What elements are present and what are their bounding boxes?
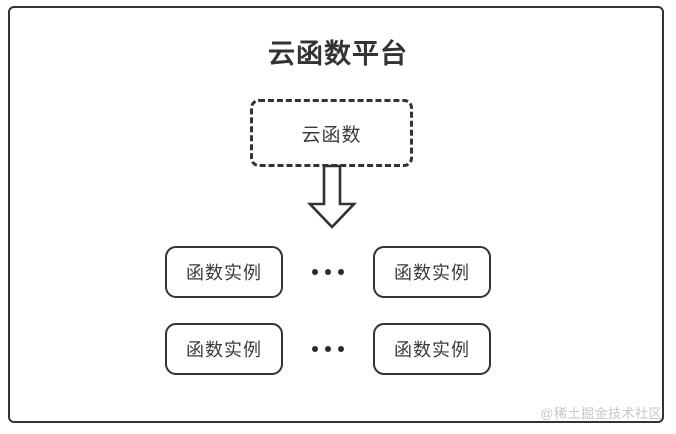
function-instance-box: 函数实例 — [373, 323, 491, 375]
down-block-arrow — [302, 164, 362, 230]
instance-row: 函数实例 函数实例 — [0, 246, 656, 298]
function-instance-box: 函数实例 — [165, 246, 283, 298]
ellipsis-indicator — [283, 246, 373, 298]
function-instance-label: 函数实例 — [394, 340, 470, 360]
cloud-function-node-label: 云函数 — [301, 124, 362, 146]
watermark: @稀土掘金技术社区 — [540, 406, 662, 421]
ellipsis-dot — [325, 346, 331, 352]
ellipsis-indicator — [283, 323, 373, 375]
function-instance-label: 函数实例 — [186, 263, 262, 283]
down-block-arrow-icon — [306, 164, 358, 229]
instance-row: 函数实例 函数实例 — [0, 323, 656, 375]
ellipsis-dot — [325, 269, 331, 275]
ellipsis-dot — [312, 269, 318, 275]
ellipsis-dot — [312, 346, 318, 352]
function-instance-label: 函数实例 — [394, 263, 470, 283]
ellipsis-dot — [338, 269, 344, 275]
function-instance-label: 函数实例 — [186, 340, 262, 360]
function-instance-box: 函数实例 — [373, 246, 491, 298]
ellipsis-dot — [338, 346, 344, 352]
cloud-function-node: 云函数 — [250, 99, 413, 167]
page-title: 云函数平台 — [268, 39, 408, 69]
function-instance-box: 函数实例 — [165, 323, 283, 375]
